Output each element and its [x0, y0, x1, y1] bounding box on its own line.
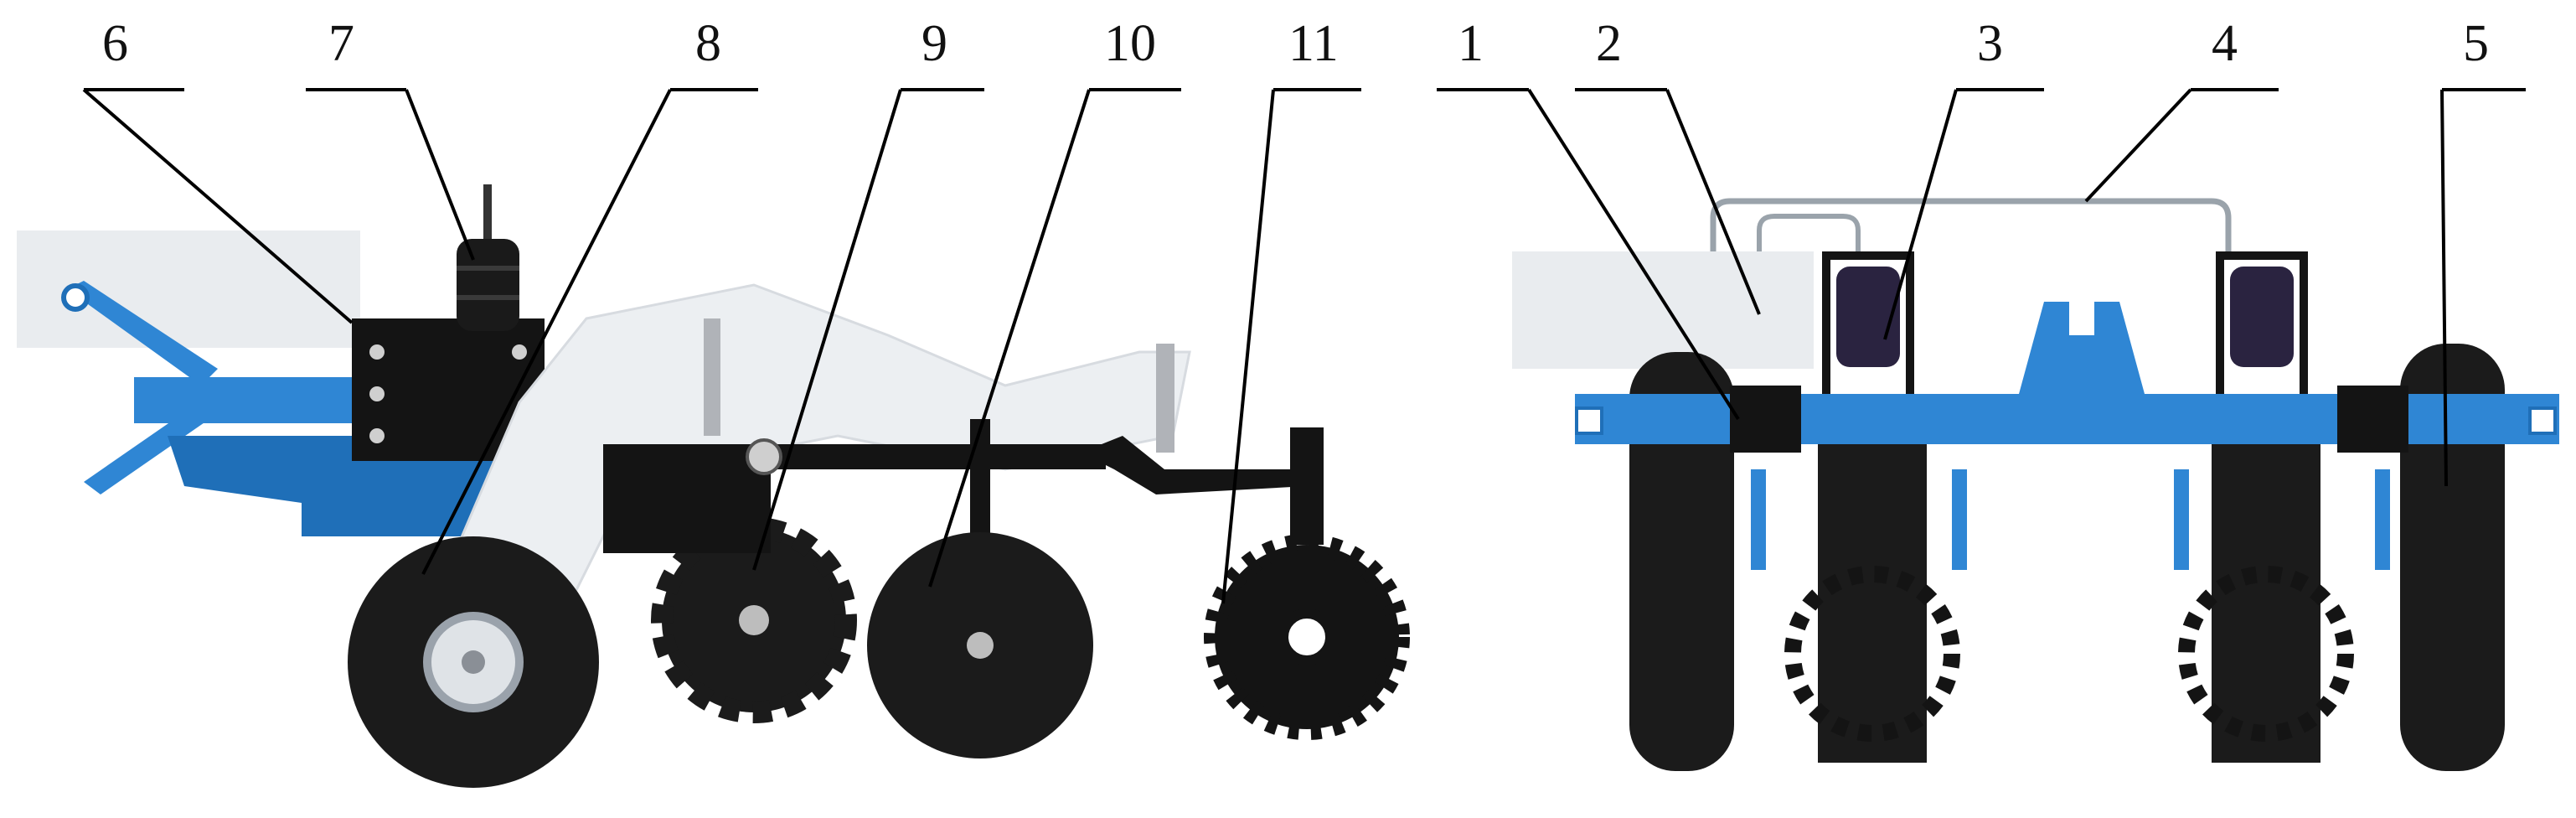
side-pivot — [746, 438, 782, 475]
center-hitch — [2019, 302, 2145, 394]
leader-1 — [1527, 88, 1740, 421]
air-spring — [457, 239, 519, 331]
row-disc-right — [2178, 566, 2354, 742]
hitch-pin — [61, 283, 90, 312]
callout-7: 7 — [328, 15, 354, 72]
connecting-pipe-inner — [1757, 214, 1861, 251]
toolbar-clamp — [2337, 386, 2408, 453]
leader-8 — [421, 89, 672, 575]
toolbar-end-right — [2528, 406, 2557, 435]
leader-5 — [2440, 89, 2448, 487]
front-toolbar — [1575, 394, 2559, 444]
blue-shank — [2174, 469, 2189, 570]
bracket-bolt — [512, 344, 527, 360]
front-view-pale-box — [1512, 251, 1814, 369]
callout-8: 8 — [695, 15, 721, 72]
side-clamp — [603, 453, 771, 553]
callout-4: 4 — [2212, 15, 2238, 72]
depth-wheel-axle — [462, 650, 485, 674]
callout-9: 9 — [921, 15, 947, 72]
air-spring-rod — [483, 184, 492, 243]
leader-10 — [928, 89, 1091, 588]
callout-numbers: 6 7 8 9 10 11 1 2 3 4 5 — [102, 15, 2489, 72]
toothed-disc-hub — [739, 605, 769, 635]
callout-2: 2 — [1596, 15, 1622, 72]
bracket-bolt — [369, 386, 385, 401]
leader-7 — [405, 89, 475, 261]
coulter-hub — [967, 632, 994, 659]
press-wheel-hub — [1278, 608, 1335, 665]
callout-10: 10 — [1104, 15, 1156, 72]
leader-6 — [82, 88, 354, 324]
side-main-beam — [134, 377, 360, 423]
leader-3 — [1883, 89, 1958, 340]
callout-6: 6 — [102, 15, 128, 72]
rear-arm — [1081, 436, 1307, 494]
hitch-arm-upper — [67, 281, 218, 386]
toolbar-end-left — [1575, 406, 1603, 435]
row-disc-left — [1784, 566, 1960, 742]
tire-right — [2400, 344, 2505, 771]
leader-lines — [82, 88, 2526, 604]
row-unit-left — [1818, 444, 1927, 763]
leader-4 — [2084, 88, 2192, 203]
leader-11 — [1221, 89, 1275, 604]
blue-shank — [2375, 469, 2390, 570]
callout-1: 1 — [1458, 15, 1484, 72]
rear-spring — [1156, 344, 1174, 453]
bracket-bolt — [369, 428, 385, 443]
connecting-pipe — [1710, 198, 2232, 260]
rear-bracket — [1290, 427, 1324, 545]
hitch-arm-lower — [84, 406, 209, 494]
tire-left — [1629, 352, 1734, 771]
leader-9 — [752, 89, 902, 571]
coil-spring — [704, 318, 720, 436]
callout-11: 11 — [1288, 15, 1339, 72]
front-view — [1512, 198, 2559, 771]
row-unit-right — [2212, 444, 2320, 763]
blue-shank — [1952, 469, 1967, 570]
callout-5: 5 — [2463, 15, 2489, 72]
air-spring-right — [2230, 267, 2294, 367]
air-spring-left — [1836, 267, 1900, 367]
leader-2 — [1665, 89, 1761, 315]
bracket-bolt — [369, 344, 385, 360]
callout-3: 3 — [1977, 15, 2003, 72]
side-view — [17, 184, 1410, 788]
blue-shank — [1751, 469, 1766, 570]
toolbar-clamp — [1730, 386, 1801, 453]
